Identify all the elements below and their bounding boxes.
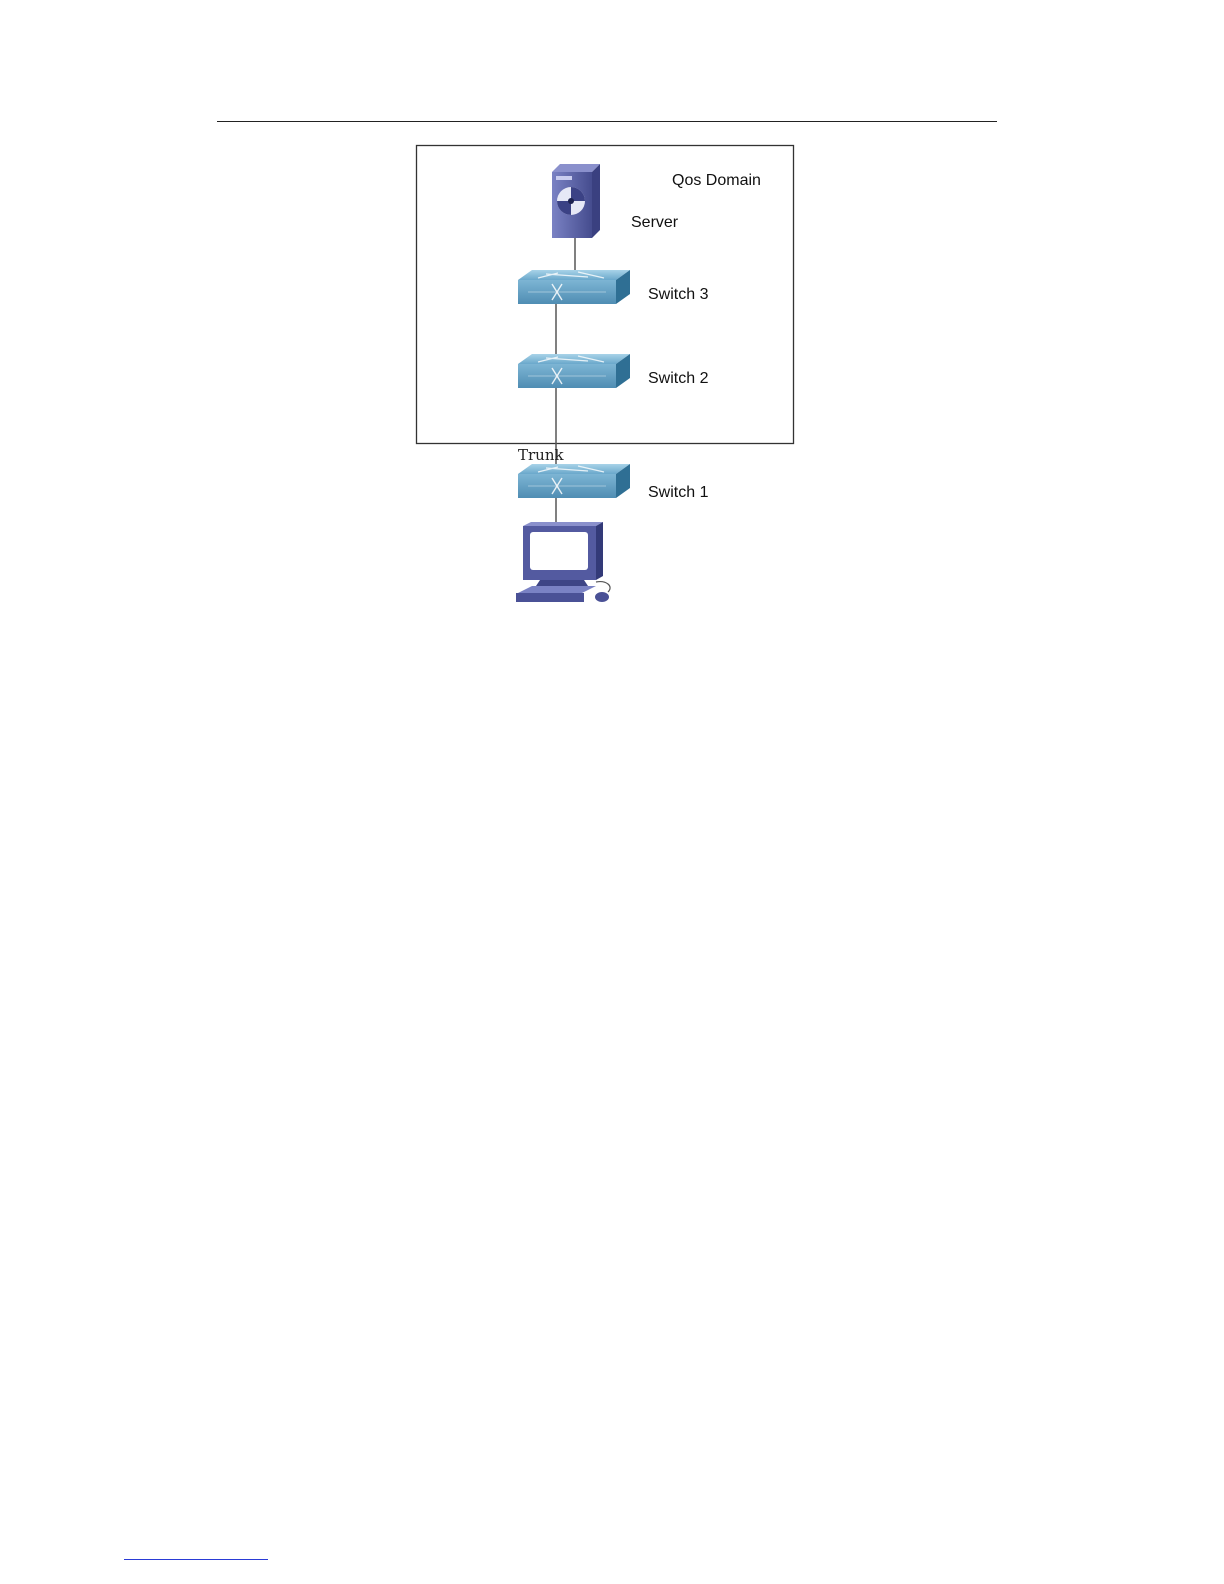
pc-icon [516, 522, 610, 602]
network-diagram: Qos Domain Server Switch 3 Switch 2 Trun… [0, 0, 1224, 660]
switch1-label: Switch 1 [648, 484, 709, 501]
switch3-label: Switch 3 [648, 286, 709, 303]
server-icon [552, 164, 600, 238]
trunk-label: Trunk [518, 446, 564, 464]
switch-icon [518, 354, 630, 388]
footer-rule [124, 1559, 268, 1560]
server-label: Server [631, 214, 679, 231]
switch-icon [518, 464, 630, 498]
qos-domain-label: Qos Domain [672, 172, 761, 189]
switch2-label: Switch 2 [648, 370, 709, 387]
switch-icon [518, 270, 630, 304]
